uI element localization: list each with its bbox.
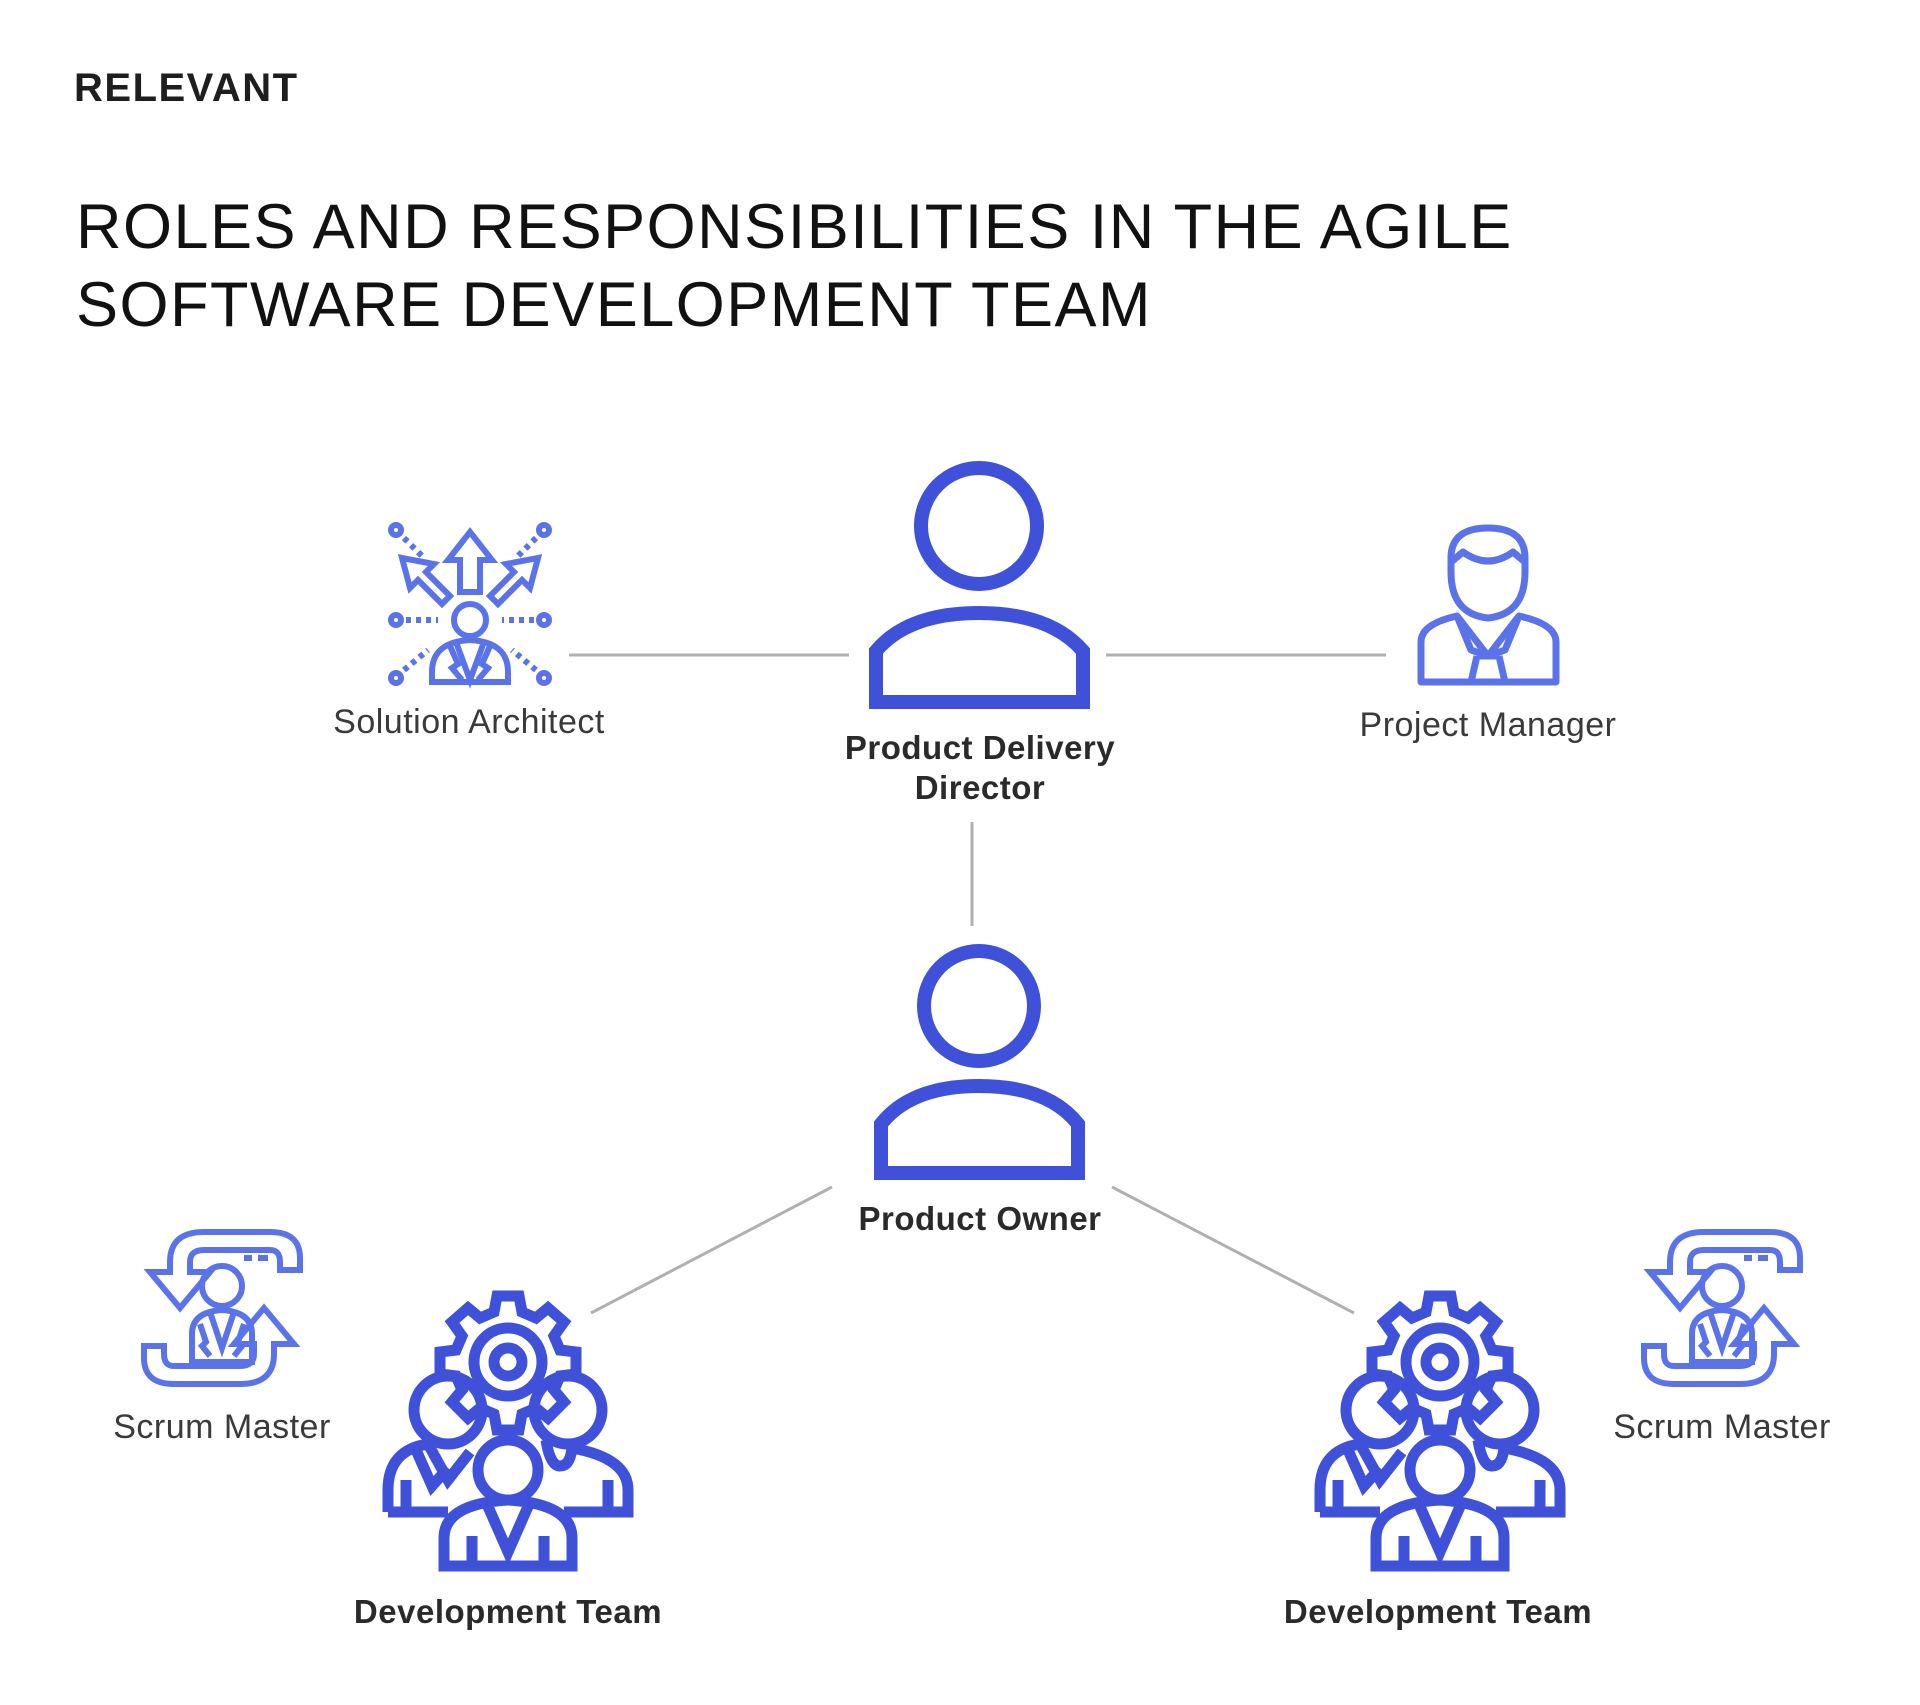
label-product-owner: Product Owner bbox=[858, 1200, 1102, 1237]
team-gear-icon-left bbox=[382, 1290, 634, 1572]
strategy-arrows-person-icon bbox=[388, 522, 552, 689]
label-product-delivery-director: Product Delivery Director bbox=[845, 728, 1115, 808]
label-scrum-master-left: Scrum Master bbox=[113, 1408, 331, 1446]
label-development-team-right: Development Team bbox=[1283, 1593, 1593, 1630]
label-development-team-left: Development Team bbox=[353, 1593, 663, 1630]
label-line-1: Product Delivery bbox=[844, 729, 1116, 766]
label-line-2: Director bbox=[914, 769, 1046, 806]
cycle-arrows-person-icon-right bbox=[1641, 1229, 1803, 1387]
label-project-manager: Project Manager bbox=[1359, 706, 1617, 744]
brand-logo: RELEVANT bbox=[74, 66, 299, 110]
page-title: ROLES AND RESPONSIBILITIES IN THE AGILE … bbox=[76, 188, 1513, 344]
label-scrum-master-right: Scrum Master bbox=[1613, 1408, 1831, 1446]
edge-owner-devteam-right bbox=[1111, 1185, 1355, 1315]
edge-owner-devteam-left bbox=[590, 1185, 833, 1315]
businessman-tie-icon bbox=[1417, 524, 1560, 686]
page-title-line-1: ROLES AND RESPONSIBILITIES IN THE AGILE bbox=[76, 192, 1513, 262]
person-icon-owner bbox=[874, 944, 1085, 1180]
team-gear-icon-right bbox=[1314, 1290, 1566, 1572]
page-title-line-2: SOFTWARE DEVELOPMENT TEAM bbox=[76, 270, 1152, 340]
cycle-arrows-person-icon-left bbox=[141, 1229, 303, 1387]
person-icon-director bbox=[869, 461, 1090, 709]
label-solution-architect: Solution Architect bbox=[333, 703, 605, 741]
